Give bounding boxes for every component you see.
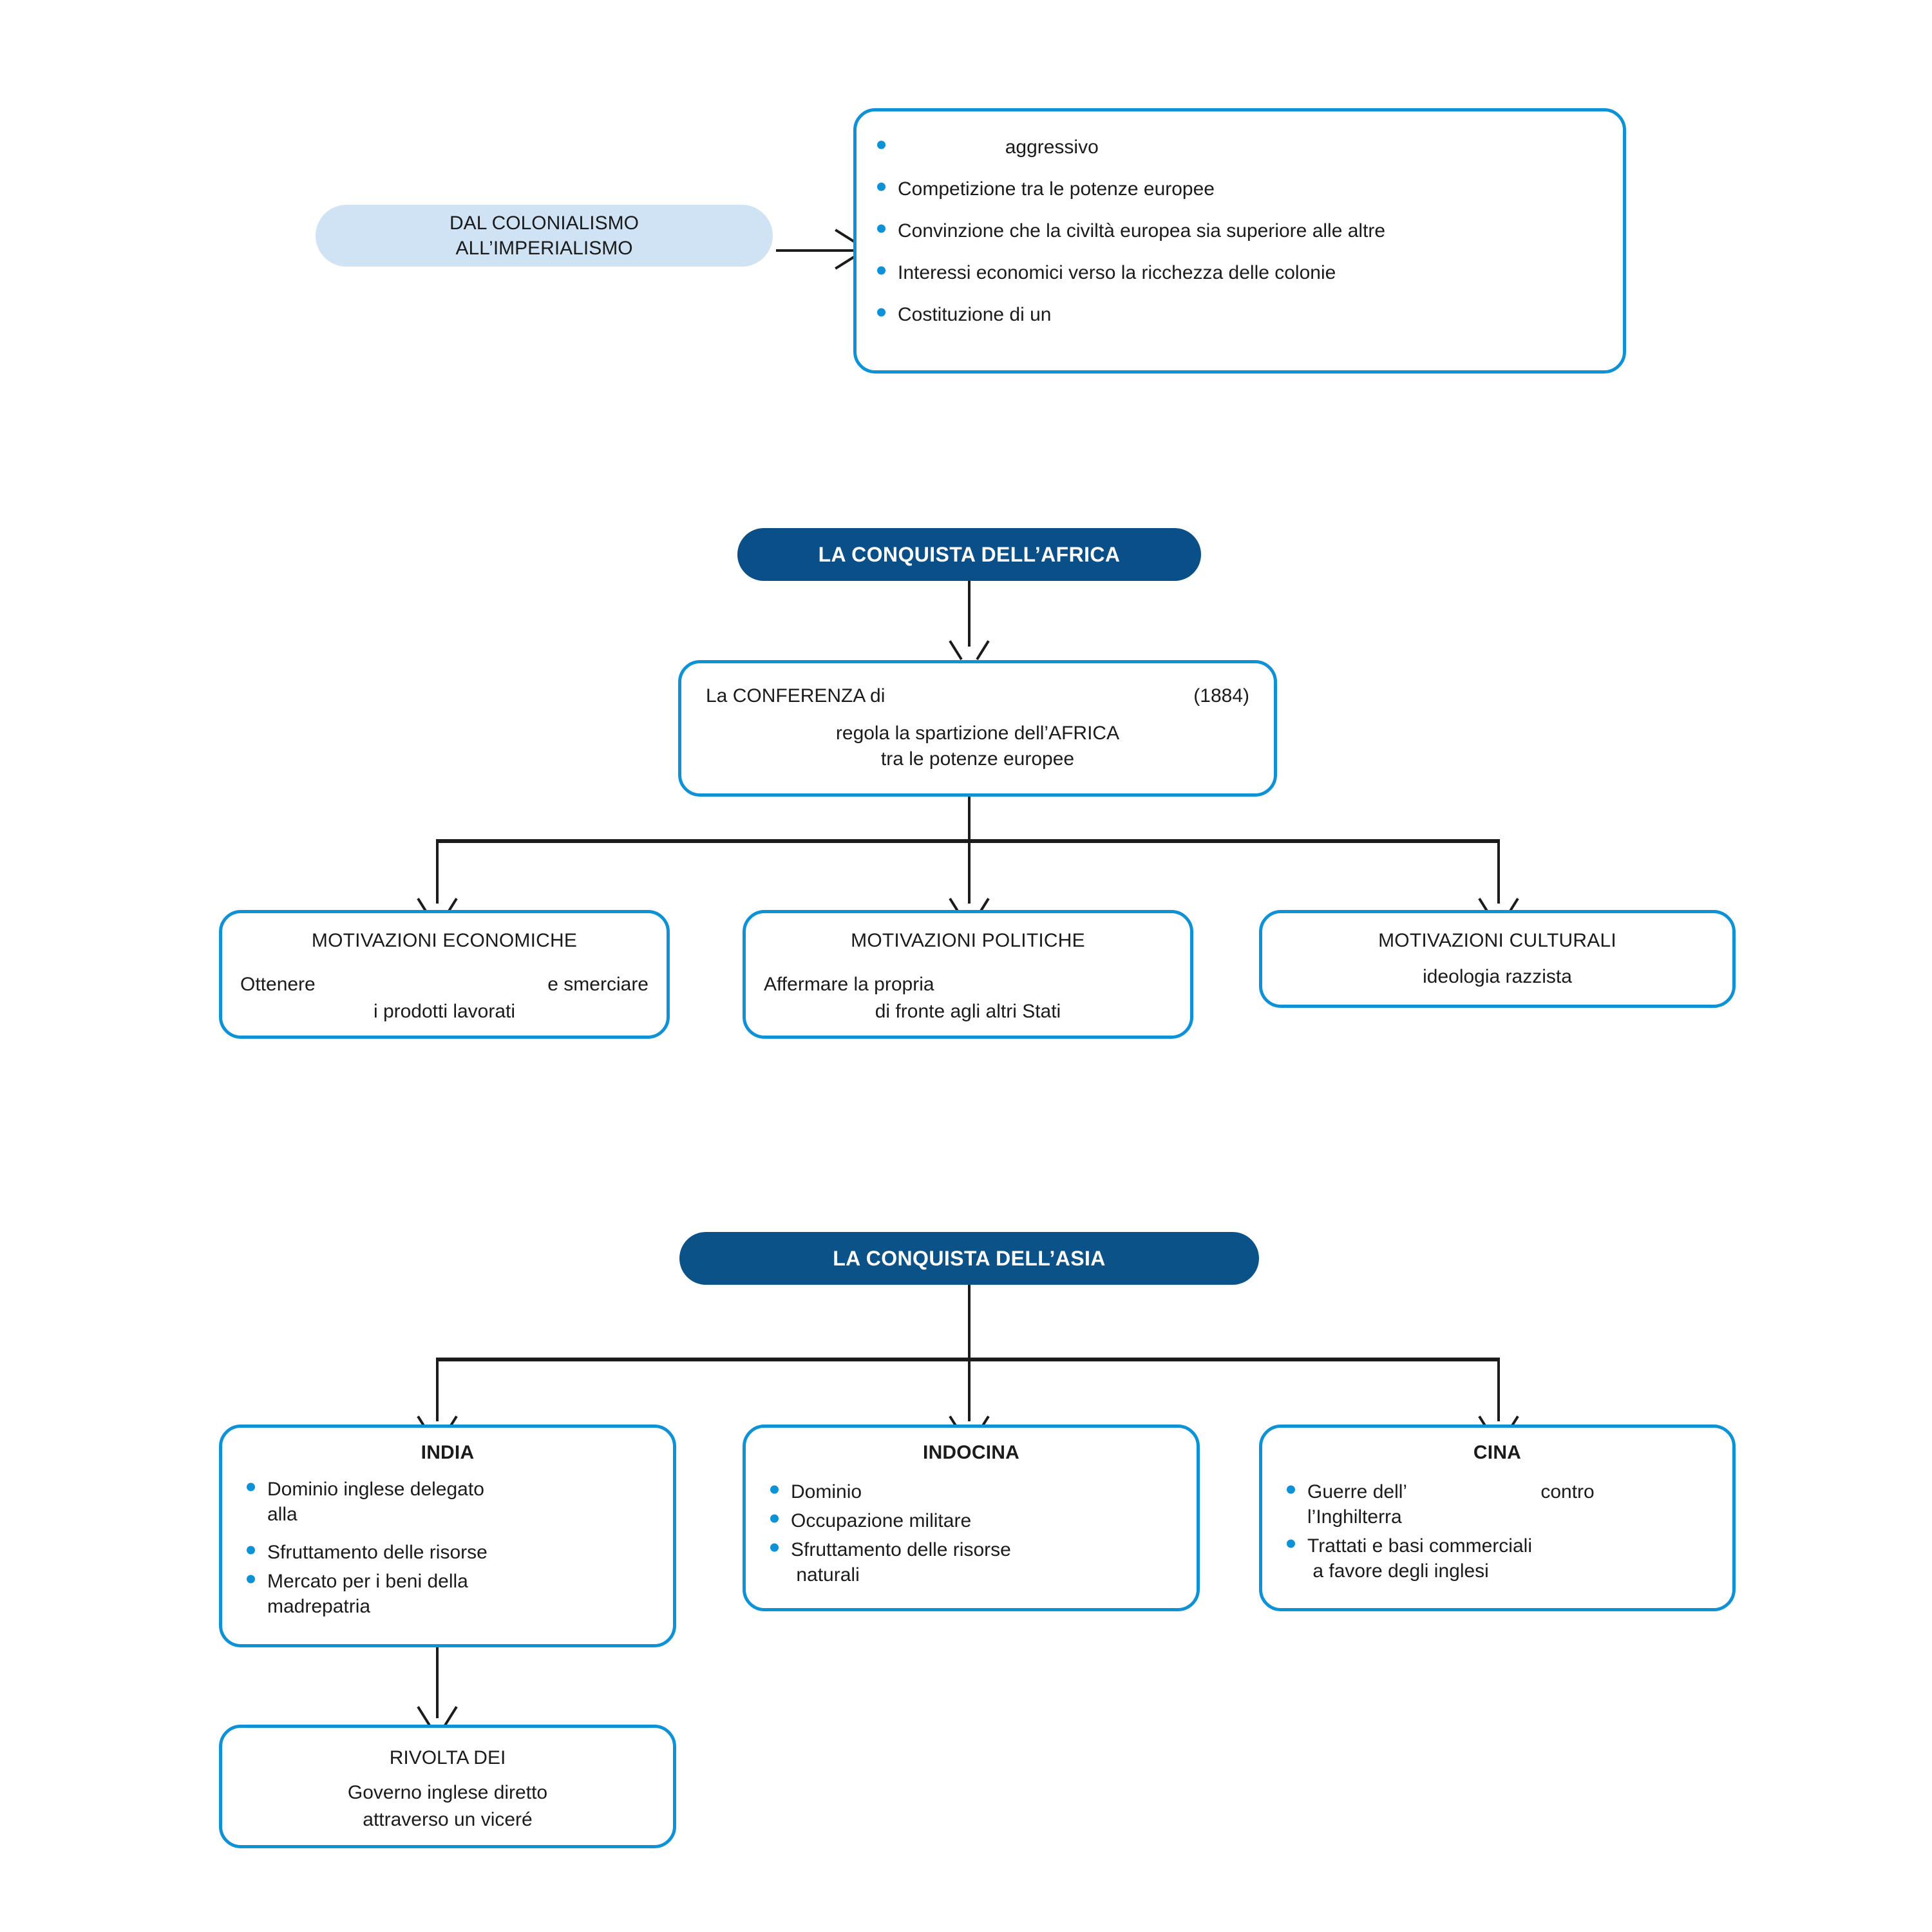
list-item: Mercato per i beni della madrepatria [242, 1569, 663, 1619]
connector-motiv-pol-drop [968, 839, 971, 904]
list-item: Sfruttamento delle risorse [242, 1540, 663, 1565]
motivazioni-economiche-line1-right: e smerciare [547, 974, 649, 995]
motivazioni-culturali-line2: ideologia razzista [1423, 966, 1572, 987]
arrowhead-rivolta [422, 1703, 452, 1725]
cina-title: CINA [1473, 1442, 1522, 1463]
topic-pill-line-2: ALL’IMPERIALISMO [455, 238, 633, 259]
motivazioni-culturali-title: MOTIVAZIONI CULTURALI [1378, 930, 1616, 951]
rivolta-line1: Governo inglese diretto [347, 1782, 548, 1803]
banner-africa-label: LA CONQUISTA DELL’AFRICA [818, 542, 1121, 566]
motivazioni-politiche-title: MOTIVAZIONI POLITICHE [851, 930, 1085, 951]
topic-pill-line-1: DAL COLONIALISMO [450, 213, 639, 234]
motivazioni-economiche-line2: i prodotti lavorati [373, 1001, 516, 1022]
conference-line1-left: La CONFERENZA di [706, 685, 886, 706]
list-item: Competizione tra le potenze europee [872, 176, 1611, 202]
rivolta-title: RIVOLTA DEI [389, 1747, 506, 1768]
box-rivolta-dei: RIVOLTA DEI Governo inglese diretto attr… [219, 1725, 676, 1848]
connector-intro-horizontal [776, 249, 853, 252]
list-item: Trattati e basi commerciali a favore deg… [1282, 1533, 1722, 1584]
intro-features-box: aggressivo Competizione tra le potenze e… [853, 108, 1626, 374]
list-item: Sfruttamento delle risorse naturali [765, 1537, 1186, 1587]
conference-line2: regola la spartizione dell’AFRICA [835, 723, 1120, 744]
box-motivazioni-culturali: MOTIVAZIONI CULTURALI ideologia razzista [1259, 910, 1736, 1008]
connector-cina-drop [1497, 1358, 1500, 1421]
box-india: INDIA Dominio inglese delegato alla Sfru… [219, 1425, 676, 1647]
connector-india-to-rivolta [436, 1647, 439, 1718]
connector-motiv-cul-drop [1497, 839, 1500, 904]
cina-bullets: Guerre dell’ contro l’Inghilterra Tratta… [1282, 1479, 1722, 1584]
connector-africa-to-conference [968, 581, 971, 647]
indocina-bullets: Dominio Occupazione militare Sfruttament… [765, 1479, 1186, 1587]
connector-conference-stem [968, 797, 971, 840]
arrowhead-intro [832, 234, 854, 264]
list-item: Dominio inglese delegato alla [242, 1477, 663, 1527]
arrowhead-africa-conference [954, 638, 984, 659]
conference-line3: tra le potenze europee [880, 748, 1075, 770]
list-item: Guerre dell’ contro l’Inghilterra [1282, 1479, 1722, 1530]
banner-asia-label: LA CONQUISTA DELL’ASIA [833, 1246, 1106, 1270]
connector-motiv-eco-drop [436, 839, 439, 904]
box-indocina: INDOCINA Dominio Occupazione militare Sf… [743, 1425, 1200, 1611]
conference-box: La CONFERENZA di (1884) regola la sparti… [678, 660, 1277, 797]
box-motivazioni-politiche: MOTIVAZIONI POLITICHE Affermare la propr… [743, 910, 1193, 1039]
india-bullets: Dominio inglese delegato alla Sfruttamen… [242, 1477, 663, 1619]
box-motivazioni-economiche: MOTIVAZIONI ECONOMICHE Ottenere e smerci… [219, 910, 670, 1039]
list-item: Dominio [765, 1479, 1186, 1504]
connector-india-drop [436, 1358, 439, 1421]
rivolta-line2: attraverso un viceré [363, 1809, 533, 1830]
box-cina: CINA Guerre dell’ contro l’Inghilterra T… [1259, 1425, 1736, 1611]
india-title: INDIA [421, 1442, 475, 1463]
connector-indocina-drop [968, 1358, 971, 1421]
list-item: Convinzione che la civiltà europea sia s… [872, 218, 1611, 243]
motivazioni-politiche-line2: di fronte agli altri Stati [875, 1001, 1061, 1022]
list-item: aggressivo [872, 135, 1611, 160]
topic-pill-colonialismo: DAL COLONIALISMO ALL’IMPERIALISMO [316, 205, 773, 267]
motivazioni-economiche-title: MOTIVAZIONI ECONOMICHE [311, 930, 578, 951]
banner-conquista-asia: LA CONQUISTA DELL’ASIA [679, 1232, 1259, 1285]
list-item: Occupazione militare [765, 1508, 1186, 1533]
indocina-title: INDOCINA [923, 1442, 1019, 1463]
intro-features-list: aggressivo Competizione tra le potenze e… [872, 135, 1611, 327]
connector-asia-stem [968, 1285, 971, 1359]
motivazioni-politiche-line1-left: Affermare la propria [764, 974, 934, 995]
list-item: Costituzione di un [872, 302, 1611, 327]
list-item: Interessi economici verso la ricchezza d… [872, 260, 1611, 285]
conference-line1-right: (1884) [1193, 685, 1249, 706]
banner-conquista-africa: LA CONQUISTA DELL’AFRICA [737, 528, 1201, 581]
motivazioni-economiche-line1-left: Ottenere [240, 974, 316, 995]
